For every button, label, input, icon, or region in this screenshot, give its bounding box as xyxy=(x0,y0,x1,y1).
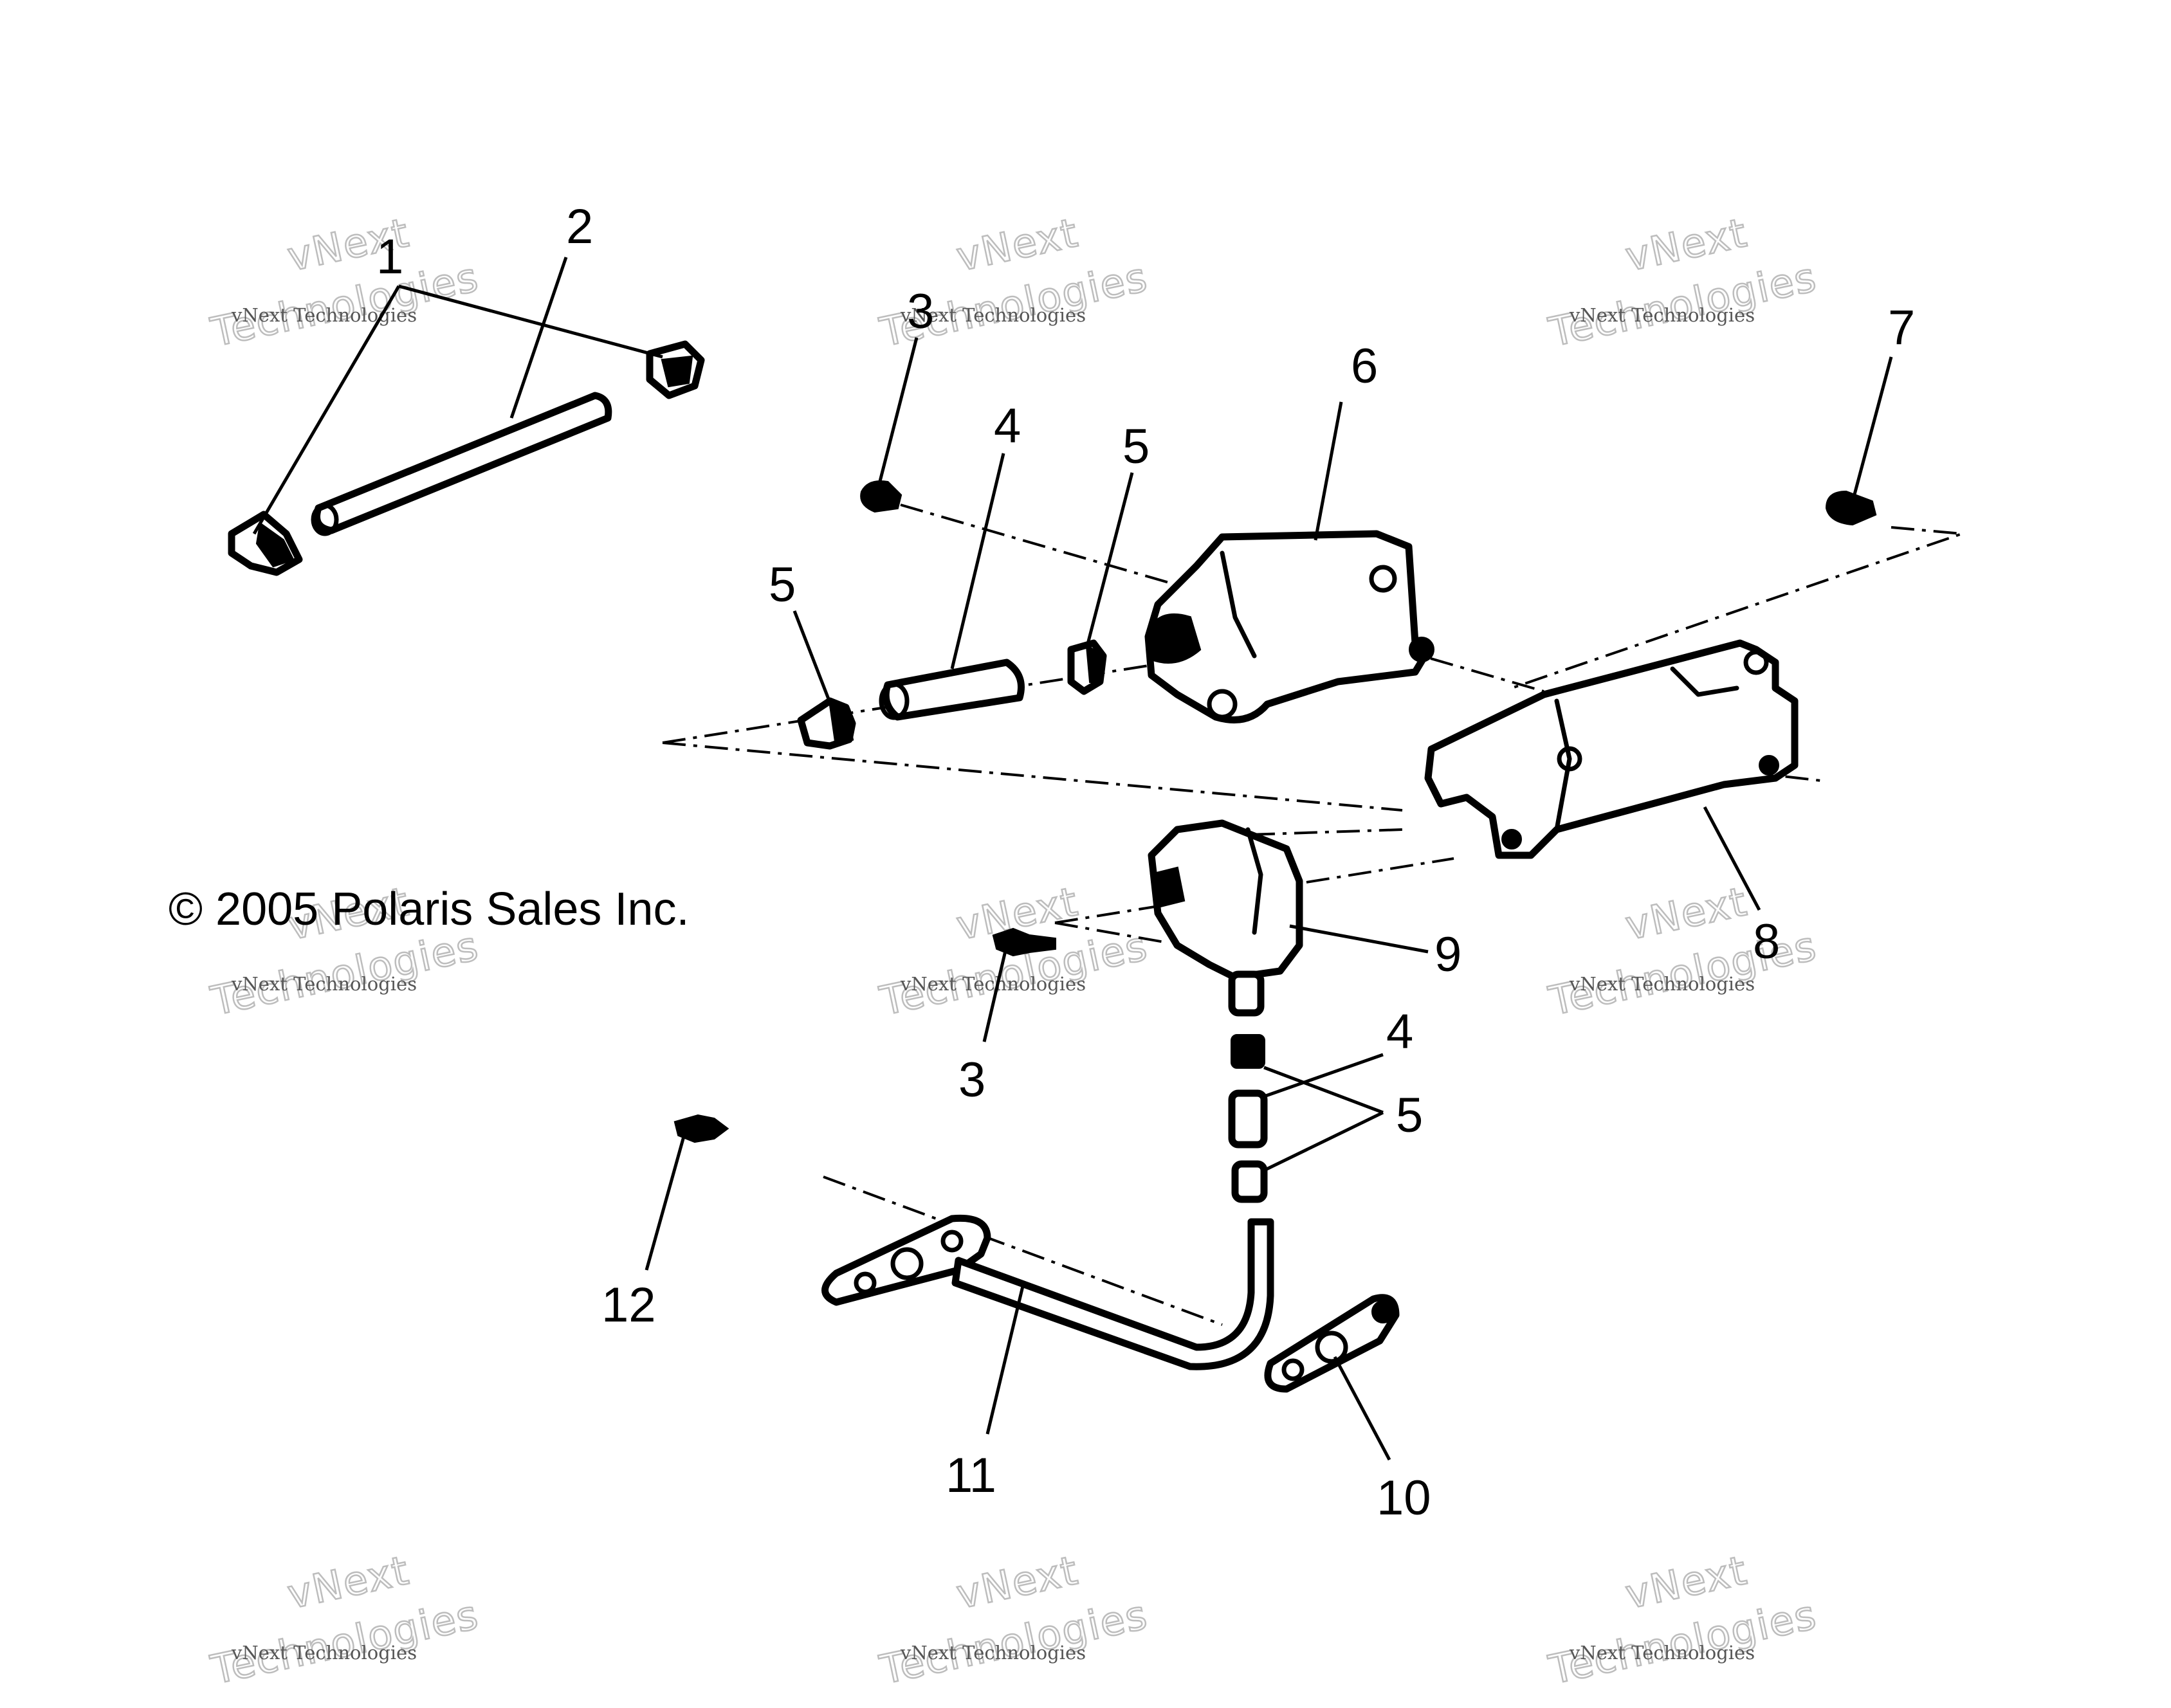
watermark: vNext Technologies vNext Technologies xyxy=(206,208,484,357)
callout-8: 8 xyxy=(1753,914,1780,969)
callout-5-lower: 5 xyxy=(1396,1088,1423,1143)
callout-4-lower: 4 xyxy=(1386,1004,1413,1059)
callout-4-upper: 4 xyxy=(994,399,1021,453)
part-11-hose xyxy=(821,1214,1274,1370)
leader-5-left xyxy=(792,610,835,711)
phantom-line xyxy=(1054,922,1165,943)
leader-5-right xyxy=(1085,472,1134,647)
watermark: vNext Technologies vNext Technologies xyxy=(1544,1546,1822,1694)
svg-text:vNext Technologies: vNext Technologies xyxy=(231,304,417,326)
leader-5-lower-a xyxy=(1263,1066,1384,1114)
svg-text:vNext Technologies: vNext Technologies xyxy=(231,1642,417,1664)
leader-6 xyxy=(1314,401,1343,541)
svg-text:vNext Technologies: vNext Technologies xyxy=(900,973,1086,995)
svg-text:vNext Technologies: vNext Technologies xyxy=(231,973,417,995)
part-3-screw-upper xyxy=(860,480,902,513)
callout-2: 2 xyxy=(566,199,593,254)
part-5-bushing-right xyxy=(1067,639,1107,695)
part-7-bolt xyxy=(1825,490,1877,526)
watermark: vNext Technologies vNext Technologies xyxy=(875,208,1153,357)
part-2-tube xyxy=(311,392,612,536)
leader-1a xyxy=(252,285,401,535)
callout-12: 12 xyxy=(601,1278,656,1332)
part-10-gasket xyxy=(1264,1294,1400,1393)
part-4-sleeve-upper xyxy=(879,659,1025,721)
leader-2 xyxy=(509,257,568,419)
callout-9: 9 xyxy=(1434,927,1461,982)
callout-7: 7 xyxy=(1888,300,1915,355)
part-5-seal-top xyxy=(1231,1034,1265,1069)
leader-3-lower xyxy=(982,945,1009,1042)
part-1-retainer-right xyxy=(646,340,705,399)
phantom-line xyxy=(1511,526,1963,689)
leader-4-lower xyxy=(1263,1053,1384,1098)
leader-3-upper xyxy=(876,337,919,489)
phantom-line xyxy=(823,1176,1223,1326)
part-5-seal-bottom xyxy=(1231,1160,1268,1203)
part-12-screw xyxy=(673,1114,729,1143)
callout-6: 6 xyxy=(1351,339,1378,394)
leader-12 xyxy=(645,1131,687,1271)
callout-3-upper: 3 xyxy=(907,284,934,339)
callouts: 1 2 3 4 5 5 6 7 8 9 3 4 5 10 11 12 xyxy=(376,199,1915,1525)
leader-10 xyxy=(1333,1356,1391,1461)
watermark: vNext Technologies vNext Technologies xyxy=(206,1546,484,1694)
part-9-pump xyxy=(1148,819,1303,1017)
leader-1b xyxy=(398,284,663,359)
callout-5-left: 5 xyxy=(769,558,796,612)
watermark: vNext Technologies vNext Technologies xyxy=(875,1546,1153,1694)
svg-text:vNext Technologies: vNext Technologies xyxy=(900,304,1086,326)
callout-11: 11 xyxy=(946,1448,996,1503)
callout-5-right: 5 xyxy=(1122,419,1150,474)
leader-11 xyxy=(985,1286,1025,1435)
part-4-sleeve-lower xyxy=(1228,1089,1268,1149)
part-8-large-bracket xyxy=(1424,639,1799,859)
svg-text:vNext Technologies: vNext Technologies xyxy=(900,1642,1086,1664)
callout-1: 1 xyxy=(376,230,403,284)
phantom-line xyxy=(900,504,1544,693)
leader-5-lower-b xyxy=(1263,1111,1384,1172)
part-6-bracket xyxy=(1144,530,1434,723)
svg-text:vNext Technologies: vNext Technologies xyxy=(1569,973,1755,995)
leader-7 xyxy=(1851,356,1893,502)
part-5-bushing-left xyxy=(797,697,856,750)
part-3-screw-lower xyxy=(992,927,1056,957)
svg-text:vNext Technologies: vNext Technologies xyxy=(1569,304,1755,326)
leader-4-upper xyxy=(950,453,1005,669)
watermark: vNext Technologies vNext Technologies xyxy=(1544,208,1822,357)
leader-8 xyxy=(1703,806,1761,911)
svg-text:vNext Technologies: vNext Technologies xyxy=(1569,1642,1755,1664)
phantom-line xyxy=(662,741,1403,812)
leader-lines xyxy=(252,257,1893,1461)
copyright-notice: © 2005 Polaris Sales Inc. xyxy=(169,884,689,935)
part-1-retainer-left xyxy=(228,511,303,576)
callout-3-lower: 3 xyxy=(958,1053,985,1107)
callout-10: 10 xyxy=(1377,1471,1431,1525)
leader-9 xyxy=(1289,924,1429,954)
